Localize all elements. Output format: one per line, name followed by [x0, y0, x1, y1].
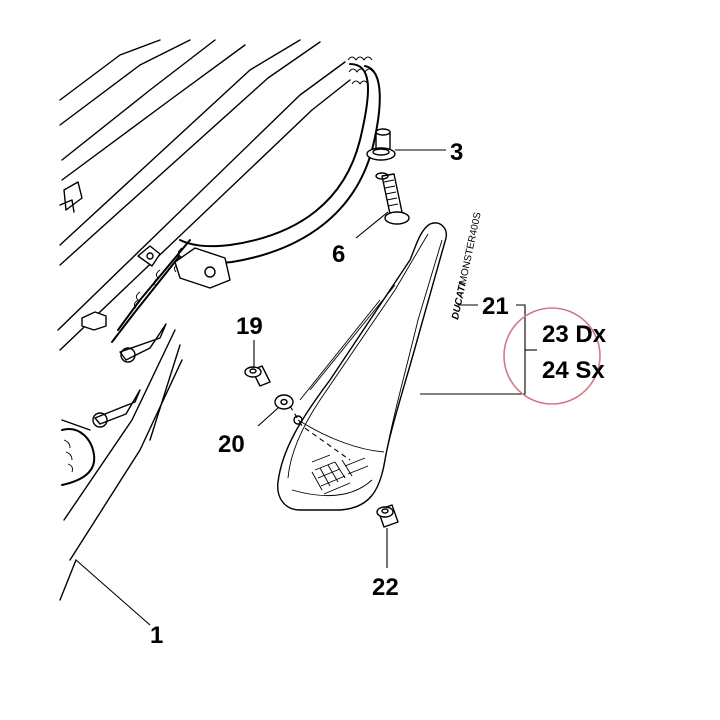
part-3-grommet: [366, 128, 396, 161]
highlight-circle: [503, 307, 601, 405]
frame-assembly: [57, 39, 381, 601]
callout-1: 1: [150, 622, 163, 649]
callout-19: 19: [236, 313, 263, 340]
decal-model: MONSTER400S: [458, 211, 484, 285]
callout-6: 6: [332, 241, 345, 268]
part-6-bolt: [375, 172, 410, 225]
callout-3: 3: [450, 139, 463, 166]
part-22-bolt: [376, 504, 399, 528]
leader-lines: [75, 149, 537, 626]
grip-texture: [311, 454, 369, 495]
part-19-screw: [244, 365, 271, 387]
side-panel: [277, 222, 447, 511]
callout-20: 20: [218, 431, 245, 458]
callout-21: 21: [482, 293, 509, 320]
callouts: 3 6 19 20 21 23 Dx 24 Sx 22 1: [150, 139, 607, 649]
callout-24: 24 Sx: [542, 357, 605, 384]
callout-22: 22: [372, 574, 399, 601]
part-20-washer: [274, 394, 294, 410]
callout-23: 23 Dx: [542, 321, 607, 348]
decal: DUCATI MONSTER400S: [450, 211, 484, 321]
decal-brand: DUCATI: [450, 282, 469, 321]
